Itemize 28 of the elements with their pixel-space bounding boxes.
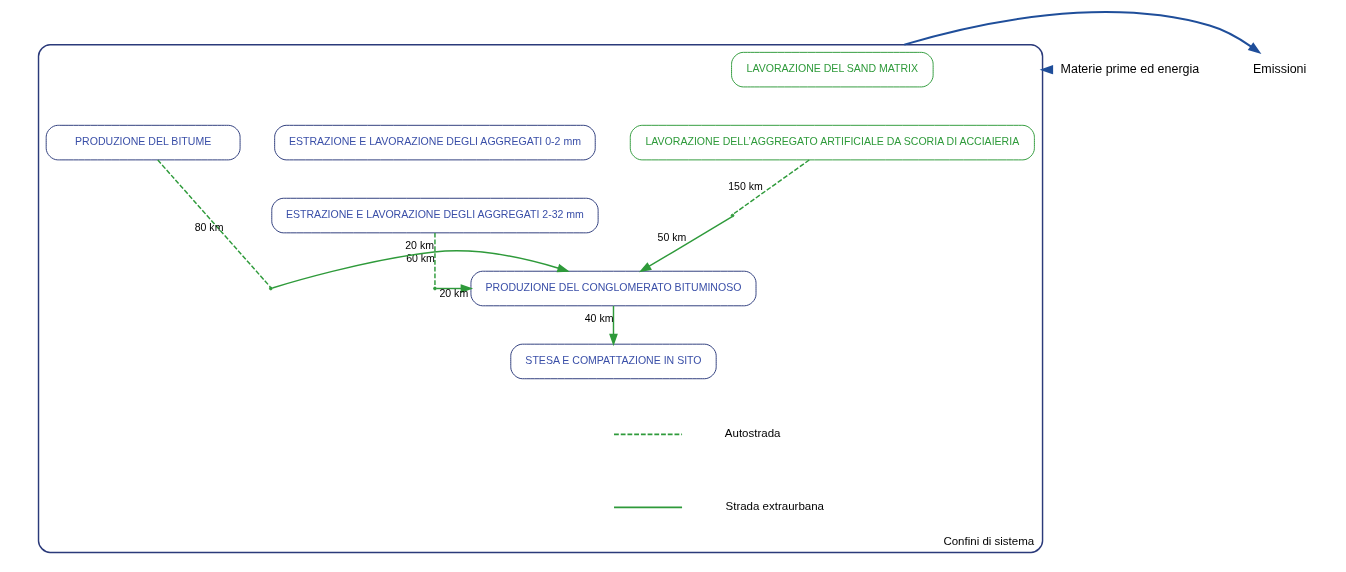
connector (157, 159, 272, 288)
node-point (730, 213, 735, 218)
arrow (435, 284, 474, 293)
edge-label: 40 km (584, 311, 614, 324)
arrow (638, 216, 733, 273)
connector (732, 159, 810, 215)
node-point (268, 286, 273, 291)
edge-label: 50 km (657, 230, 687, 243)
edge-label: 150 km (728, 180, 763, 193)
node-box: LAVORAZIONE DEL SAND MATRIX (731, 51, 934, 88)
edge-label: 20 km (405, 238, 434, 251)
arrow (903, 11, 1262, 55)
node-text: Emissioni (1252, 61, 1307, 76)
node-text: Materie prime ed energia (1060, 61, 1200, 76)
arrow (271, 250, 570, 289)
node-box: LAVORAZIONE DELL’AGGREGATO ARTIFICIALE DA SCORIA DI ACCIAIERIA (629, 124, 1035, 161)
legend-label: Strada extraurbana (725, 500, 824, 513)
node-point (433, 286, 437, 291)
node-box: ESTRAZIONE E LAVORAZIONE DEGLI AGGREGATI 2-32 mm (271, 197, 599, 234)
node-box: STESA E COMPATTAZIONE IN SITO (510, 343, 717, 380)
edge-label: 20 km (439, 286, 469, 299)
node-box: ESTRAZIONE E LAVORAZIONE DEGLI AGGREGATI 0-2 mm (274, 124, 596, 161)
legend-label: Autostrada (724, 427, 781, 440)
node-box: PRODUZIONE DEL BITUME (45, 124, 241, 161)
connector (434, 232, 436, 288)
edge-label: 80 km (194, 221, 224, 234)
arrow (609, 305, 618, 347)
node-box: PRODUZIONE DEL CONGLOMERATO BITUMINOSO (470, 270, 757, 307)
